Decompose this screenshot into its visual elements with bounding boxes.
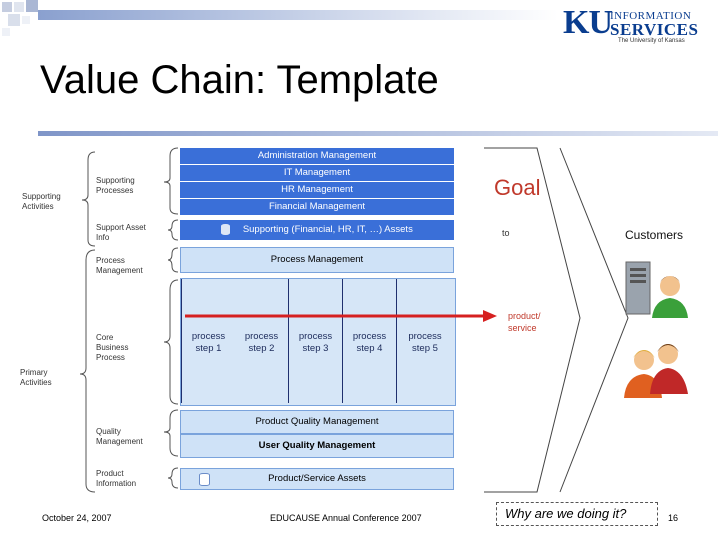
label-supporting-activities: Supporting Activities — [22, 192, 61, 211]
process-management-box: Process Management — [180, 247, 454, 273]
step-4-line2: step 4 — [356, 343, 383, 354]
product-quality-management-box: Product Quality Management — [180, 410, 454, 434]
page-number: 16 — [668, 513, 679, 523]
product-service-label: product/ service — [508, 311, 541, 333]
label-supporting-processes: Supporting Processes — [96, 176, 135, 195]
brace-core-business — [163, 279, 179, 405]
brace-quality-management — [163, 409, 179, 457]
product-service-assets-box: Product/Service Assets — [180, 468, 454, 490]
label-product-information: Product Information — [96, 469, 137, 488]
step-2-line1: process — [244, 331, 279, 342]
database-icon — [221, 223, 231, 235]
process-step-4: process step 4 — [343, 279, 397, 403]
brace-support-asset — [167, 219, 179, 241]
bar-financial-management: Financial Management — [180, 199, 454, 215]
footer-date: October 24, 2007 — [42, 513, 112, 523]
step-3-line2: step 3 — [302, 343, 329, 354]
user-quality-management-box: User Quality Management — [180, 434, 454, 458]
step-3-line1: process — [298, 331, 333, 342]
process-step-1: process step 1 — [181, 279, 236, 403]
step-5-line2: step 5 — [412, 343, 438, 354]
label-support-asset-info: Support Asset Info — [96, 223, 146, 242]
supporting-assets-label: Supporting (Financial, HR, IT, …) Assets — [242, 224, 413, 235]
customers-label: Customers — [625, 228, 684, 242]
footer-conference: EDUCAUSE Annual Conference 2007 — [270, 513, 422, 523]
customers-group-icon — [624, 344, 688, 398]
question-box: Why are we doing it? — [496, 502, 658, 526]
label-quality-management: Quality Management — [96, 427, 143, 446]
step-2-line2: step 2 — [248, 343, 275, 354]
bar-administration-management: Administration Management — [180, 148, 454, 164]
corner-decoration — [0, 0, 40, 40]
brace-product-information — [167, 467, 179, 489]
top-accent-bar — [38, 10, 558, 20]
brace-supporting-activities — [81, 151, 96, 247]
bar-it-management: IT Management — [180, 165, 454, 181]
title-underline — [38, 131, 718, 136]
chevron-left-line — [484, 147, 581, 493]
process-step-3: process step 3 — [289, 279, 343, 403]
label-primary-activities: Primary Activities — [20, 368, 52, 387]
label-process-management: Process Management — [96, 256, 143, 275]
brace-process-management — [167, 247, 179, 273]
logo-services-text: SERVICES — [610, 20, 699, 39]
question-text: Why are we doing it? — [505, 506, 627, 521]
server-user-icon — [625, 261, 688, 318]
database-icon — [199, 473, 210, 486]
bar-hr-management: HR Management — [180, 182, 454, 198]
bar-supporting-assets: Supporting (Financial, HR, IT, …) Assets — [180, 220, 454, 240]
label-core-business-process: Core Business Process — [96, 333, 129, 362]
product-assets-label: Product/Service Assets — [268, 473, 366, 484]
step-5-line1: process — [408, 331, 442, 342]
brace-supporting-processes — [163, 147, 179, 215]
step-1-line1: process — [191, 331, 226, 342]
logo-university-text: The University of Kansas — [618, 38, 685, 44]
brace-primary-activities — [79, 249, 96, 493]
goal-label: Goal — [494, 175, 541, 200]
process-step-5: process step 5 — [397, 279, 453, 403]
chevron-right-line — [559, 147, 629, 493]
step-4-line1: process — [352, 331, 387, 342]
ku-logo: KU — [563, 4, 613, 41]
page-title: Value Chain: Template — [40, 58, 439, 102]
red-arrow — [185, 310, 497, 322]
step-1-line2: step 1 — [195, 343, 222, 354]
to-label: to — [502, 228, 510, 238]
logo-information-text: INFORMATION — [610, 10, 692, 22]
process-step-2: process step 2 — [235, 279, 289, 403]
